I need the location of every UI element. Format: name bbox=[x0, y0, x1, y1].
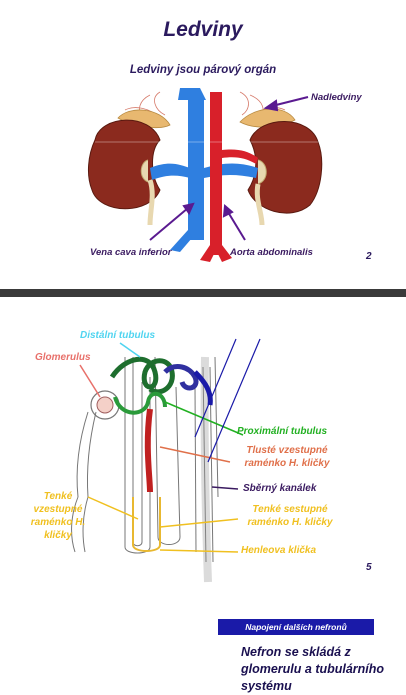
left-renal-pelvis bbox=[140, 159, 149, 183]
left-renal-vein bbox=[150, 163, 190, 180]
thin-loop bbox=[132, 497, 161, 552]
right-renal-pelvis bbox=[257, 159, 267, 185]
proximal-tubule bbox=[113, 391, 167, 415]
thick-ascending-limb bbox=[144, 408, 153, 493]
label-proximal-tubule: Proximální tubulus bbox=[237, 426, 328, 437]
vena-cava bbox=[188, 100, 204, 240]
label-distal-tubule: Distální tubulus bbox=[80, 330, 155, 341]
slide-kidneys: Ledviny Ledviny jsou párový orgán bbox=[0, 0, 406, 289]
right-ureter bbox=[254, 183, 265, 226]
slide-nephron: Napojení dalších nefronů Nefron se sklád… bbox=[0, 297, 406, 693]
label-collecting-duct: Sběrný kanálek bbox=[243, 483, 317, 494]
label-thin-ascending-limb: Tenké vzestupné raménko H. kličky bbox=[30, 491, 86, 541]
label-thin-descending-limb: Tenké sestupné raménko H. kličky bbox=[247, 504, 333, 528]
connecting-tubule bbox=[163, 364, 199, 391]
glomerulus bbox=[96, 396, 114, 414]
right-kidney bbox=[247, 121, 323, 214]
label-henle-loop: Henleova klička bbox=[241, 545, 317, 556]
connection-label-box: Napojení dalších nefronů bbox=[218, 619, 374, 635]
right-renal-artery bbox=[222, 149, 258, 164]
aorta bbox=[210, 92, 222, 255]
nephron-diagram bbox=[71, 338, 261, 583]
label-adrenal: Nadledviny bbox=[311, 92, 362, 103]
label-aorta: Aorta abdominalis bbox=[230, 247, 313, 258]
slide-separator bbox=[0, 289, 406, 297]
label-vena-cava: Vena cava inferior bbox=[90, 247, 172, 258]
page-number: 2 bbox=[366, 251, 372, 262]
slide-title: Ledviny bbox=[163, 18, 243, 41]
label-thick-ascending-limb: Tlusté vzestupné raménko H. kličky bbox=[244, 445, 330, 469]
label-arrows bbox=[149, 96, 309, 241]
left-ureter bbox=[147, 179, 155, 226]
page-number: 5 bbox=[366, 562, 372, 573]
nephron-description: Nefron se skládá z glomerulu a tubulární… bbox=[241, 645, 385, 693]
label-glomerulus: Glomerulus bbox=[35, 352, 91, 363]
kidney-illustration bbox=[87, 88, 323, 262]
slide-subtitle: Ledviny jsou párový orgán bbox=[129, 64, 277, 76]
left-kidney bbox=[87, 119, 161, 210]
distal-tubule bbox=[109, 356, 175, 395]
slide2-arrows bbox=[79, 338, 261, 553]
